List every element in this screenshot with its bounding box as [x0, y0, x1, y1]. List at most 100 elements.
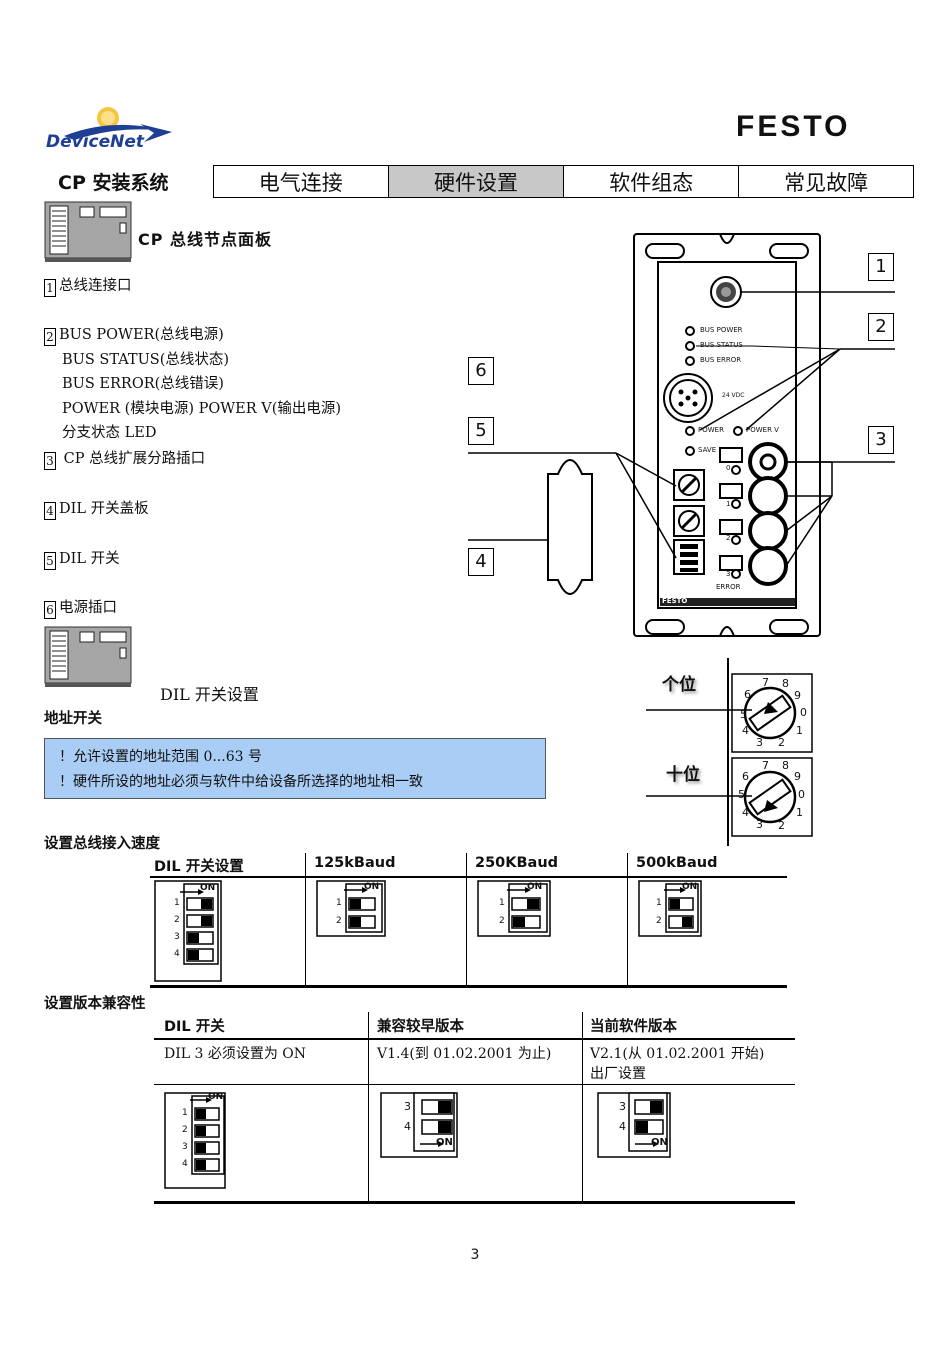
dil-switch-500k: ON 1 2: [638, 880, 704, 942]
version-cell-current: V2.1(从 01.02.2001 开始): [590, 1046, 765, 1062]
table-rule: [627, 853, 628, 986]
festo-logo: FESTO: [736, 110, 851, 143]
item-text: BUS ERROR(总线错误): [62, 376, 224, 393]
diagram-brand: FESTO: [662, 597, 688, 605]
table-rule: [150, 876, 787, 878]
version-cell-old: V1.4(到 01.02.2001 为止): [377, 1046, 552, 1062]
led-label-bus-status: BUS STATUS: [700, 341, 743, 349]
table-rule: [582, 1012, 583, 1202]
device-diagram: BUS POWER BUS STATUS BUS ERROR 24 VDC PO…: [460, 230, 900, 640]
dil-switch-4way-version: ON 1 2 3 4: [164, 1092, 228, 1194]
dial-digit: 9: [794, 770, 801, 783]
address-heading: 地址开关: [44, 711, 102, 727]
dil-num: 4: [174, 949, 180, 959]
version-col-dil: DIL 开关: [164, 1019, 225, 1035]
on-label: ON: [364, 882, 380, 892]
page-number: 3: [470, 1247, 480, 1263]
section-nav: CP 安装系统 电气连接 硬件设置 软件组态 常见故障: [44, 165, 914, 198]
dil-num: 1: [499, 898, 505, 908]
on-label: ON: [527, 882, 543, 892]
dial-digit: 0: [798, 788, 805, 801]
on-label: ON: [208, 1092, 224, 1102]
power-label: POWER: [698, 426, 724, 434]
dial-digit: 8: [782, 677, 789, 690]
devicenet-logo-text: DeviceNet: [46, 132, 145, 152]
tab-electrical[interactable]: 电气连接: [212, 165, 389, 198]
dial-digit: 9: [794, 689, 801, 702]
led-label-bus-error: BUS ERROR: [700, 356, 742, 364]
dial-ones-label: 个位: [662, 675, 696, 695]
dil-num: 1: [656, 898, 662, 908]
version-col-current: 当前软件版本: [590, 1019, 677, 1035]
dil-num: 3: [182, 1142, 188, 1152]
dil-num: 2: [182, 1125, 188, 1135]
dil-num: 4: [182, 1159, 188, 1169]
dial-digit: 5: [740, 708, 747, 721]
branch-num-1: 1: [726, 500, 731, 508]
item-number: 2: [44, 328, 56, 346]
dil-num: 1: [336, 898, 342, 908]
baud-col-125: 125kBaud: [314, 855, 396, 871]
led-label-bus-power: BUS POWER: [700, 326, 743, 334]
dial-digit: 4: [742, 806, 749, 819]
dial-digit: 0: [800, 706, 807, 719]
dial-digit: 1: [796, 806, 803, 819]
dial-digit: 2: [778, 736, 785, 749]
dil-num: 2: [336, 916, 342, 926]
on-label: ON: [682, 882, 698, 892]
callout-4: 4: [468, 548, 494, 576]
dil-num: 3: [174, 932, 180, 942]
baud-col-250: 250KBaud: [475, 855, 559, 871]
dial-digit: 3: [756, 818, 763, 831]
callout-2: 2: [868, 313, 894, 341]
panel-item-3: 3 CP 总线扩展分路插口: [44, 447, 205, 472]
branch-num-0: 0: [726, 464, 731, 472]
version-heading: 设置版本兼容性: [44, 996, 146, 1012]
save-label: SAVE: [698, 446, 717, 454]
dil-switch-250k: ON 1 2: [477, 880, 553, 942]
dil-num: 3: [404, 1100, 411, 1113]
item-text: BUS POWER(总线电源): [59, 327, 224, 343]
item-number: 4: [44, 502, 56, 520]
dil-switch-version-old: 3 4 ON: [380, 1092, 460, 1164]
dial-digit: 7: [762, 676, 769, 689]
dil-switch-125k: ON 1 2: [316, 880, 388, 942]
nav-section-title: CP 安装系统: [58, 172, 169, 194]
item-text: BUS STATUS(总线状态): [62, 351, 230, 368]
dial-digit: 8: [782, 759, 789, 772]
dial-digit: 3: [756, 736, 763, 749]
item-text: CP 总线扩展分路插口: [63, 451, 206, 467]
baud-col-dil: DIL 开关设置: [154, 859, 244, 875]
on-label: ON: [436, 1137, 453, 1148]
dial-digit: 4: [742, 724, 749, 737]
dil-switch-version-current: 3 4 ON: [597, 1092, 673, 1164]
dil-num: 1: [174, 898, 180, 908]
version-cell-dil: DIL 3 必须设置为 ON: [164, 1046, 307, 1062]
address-note-box: ！允许设置的地址范围 0...63 号 ！硬件所设的地址必须与软件中给设备所选择…: [44, 738, 546, 799]
item-number: 5: [44, 552, 56, 570]
item-text: 总线连接口: [59, 278, 132, 294]
tab-hardware[interactable]: 硬件设置: [388, 165, 565, 198]
callout-3: 3: [868, 426, 894, 454]
item-number: 3: [44, 452, 56, 470]
note-line: ！允许设置的地址范围 0...63 号: [59, 749, 262, 765]
dil-num: 2: [656, 916, 662, 926]
callout-6: 6: [468, 357, 494, 385]
branch-num-3: 3: [726, 570, 731, 578]
dial-digit: 1: [796, 724, 803, 737]
tab-software[interactable]: 软件组态: [564, 165, 740, 198]
tab-troubleshoot[interactable]: 常见故障: [739, 165, 914, 198]
item-text: POWER (模块电源) POWER V(输出电源): [62, 400, 342, 417]
table-rule: [154, 1201, 795, 1204]
baud-heading: 设置总线接入速度: [44, 836, 160, 852]
dial-tens-label: 十位: [666, 765, 700, 785]
module-icon: [44, 626, 134, 692]
item-number: 1: [44, 279, 56, 297]
table-rule: [305, 853, 306, 986]
table-rule: [154, 1084, 795, 1085]
version-col-old: 兼容较早版本: [377, 1019, 464, 1035]
table-rule: [154, 1038, 795, 1040]
